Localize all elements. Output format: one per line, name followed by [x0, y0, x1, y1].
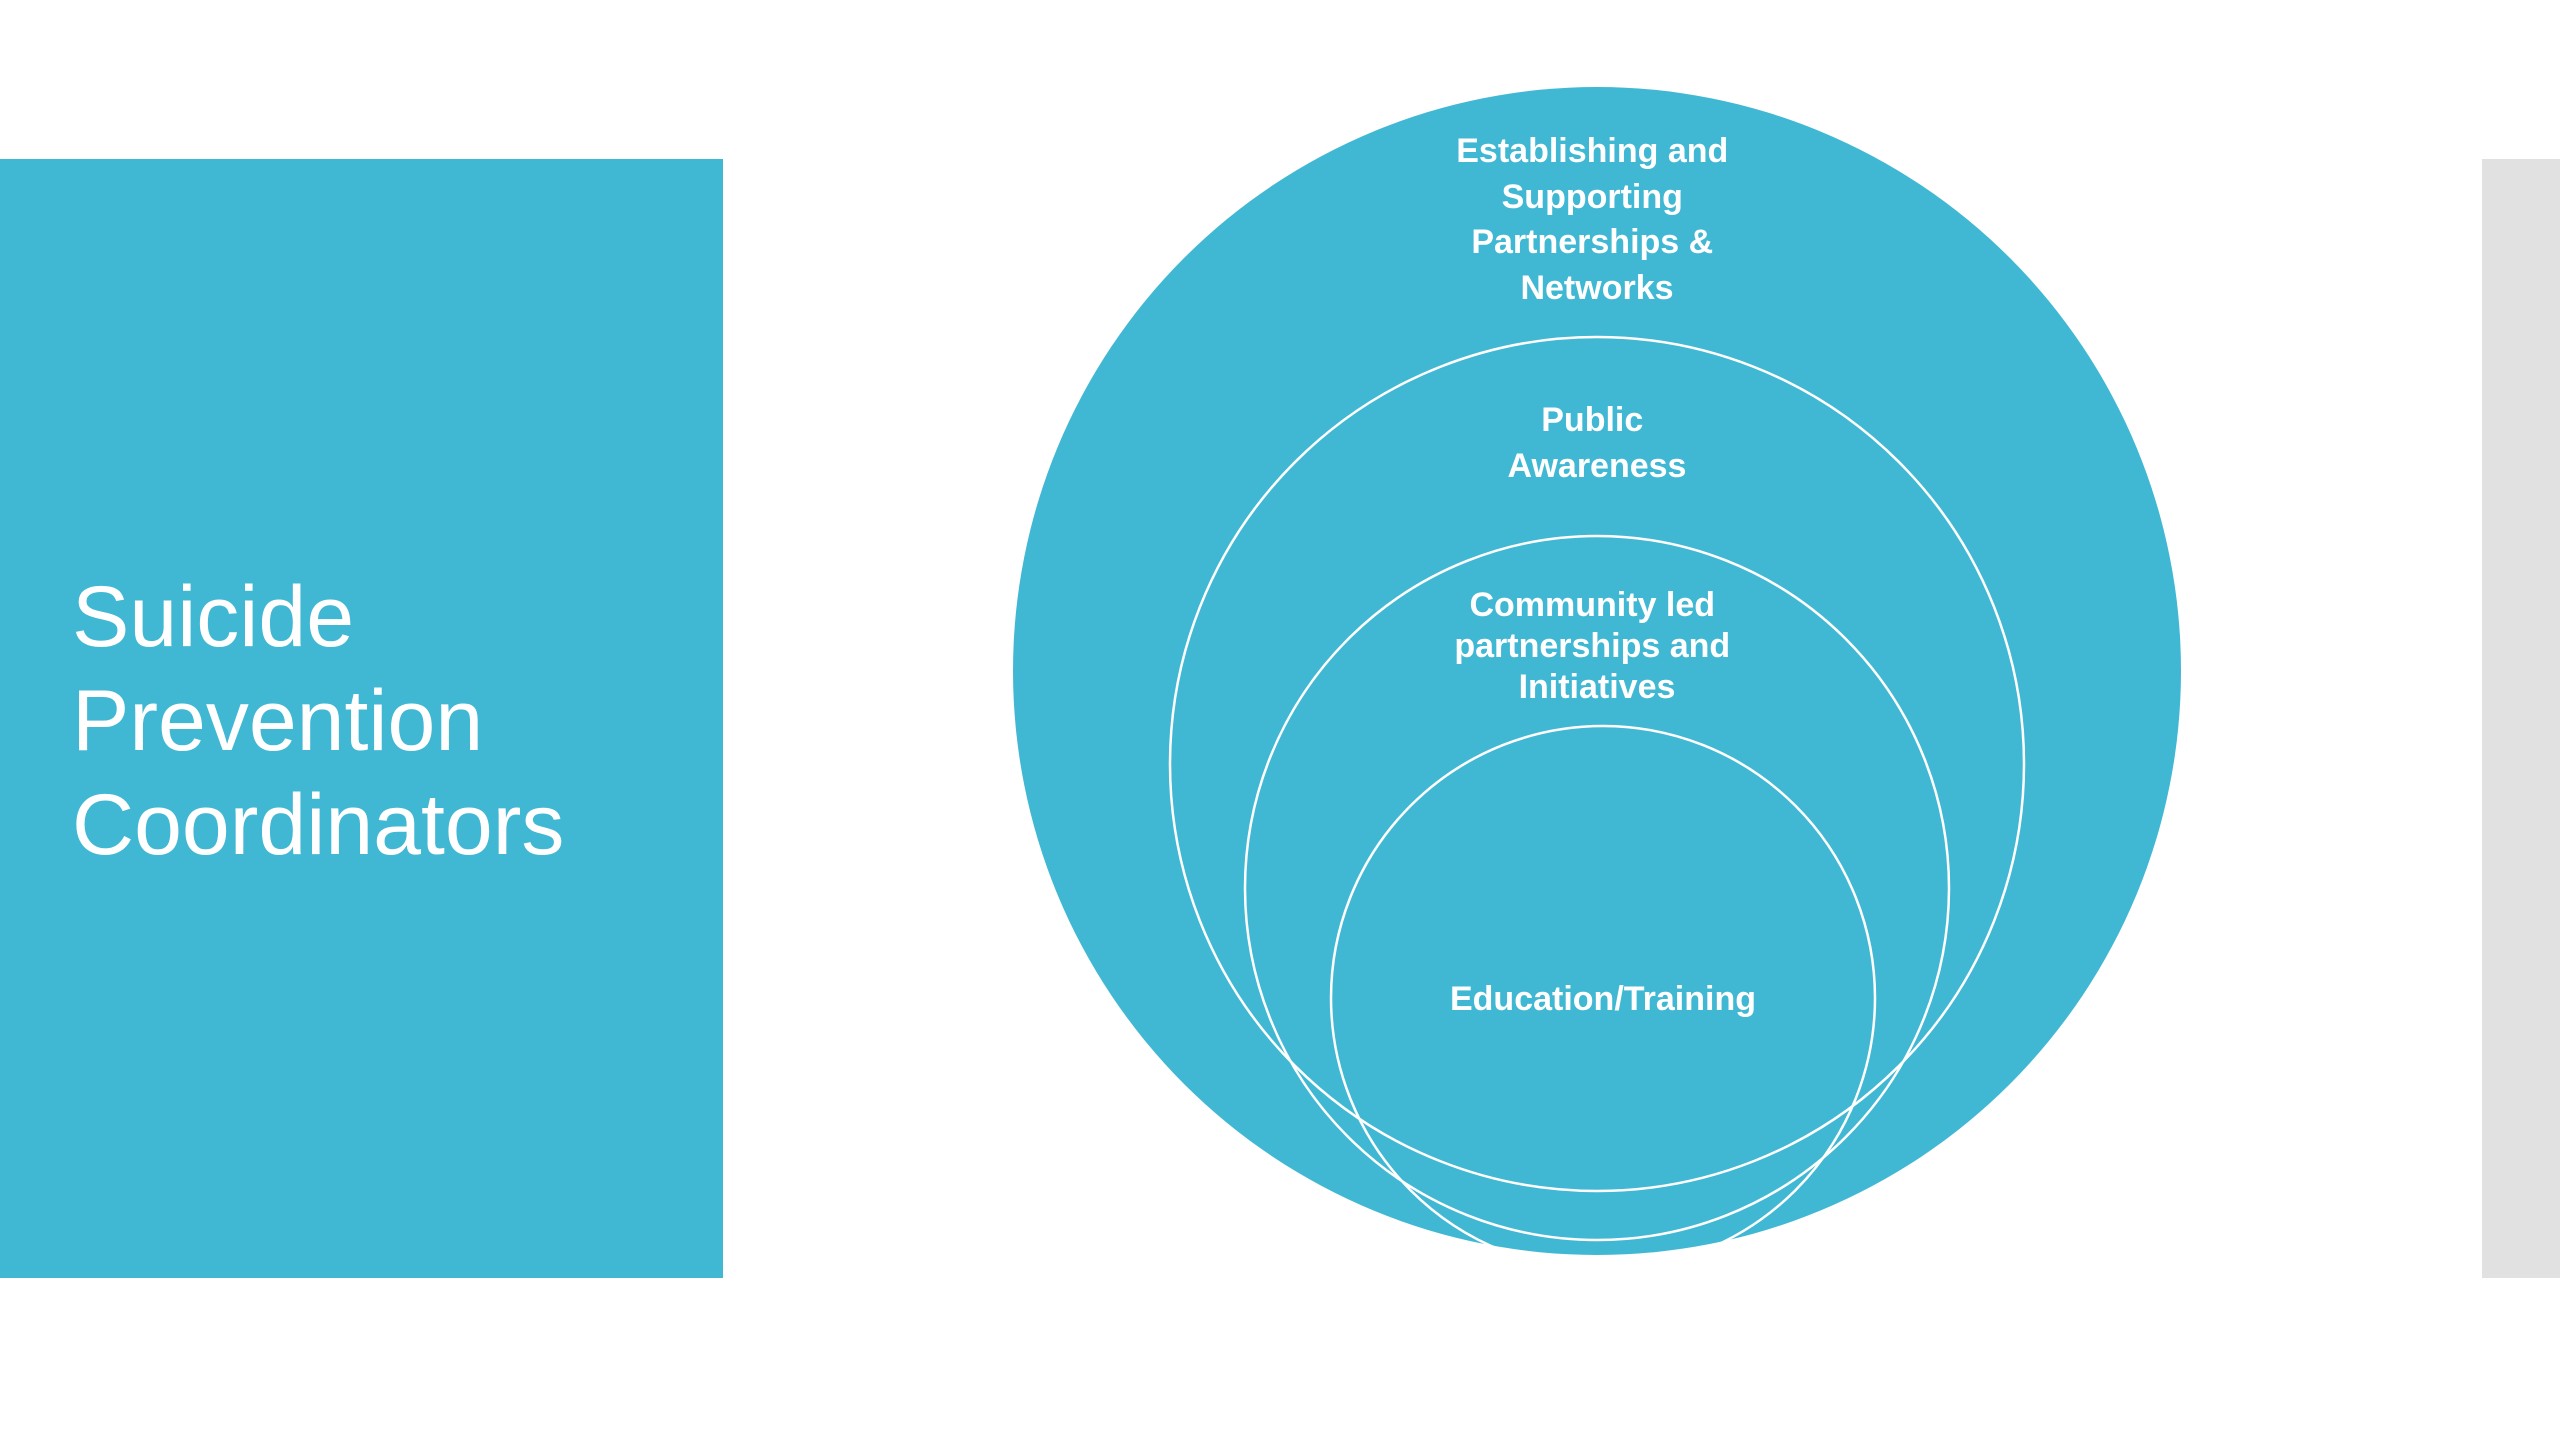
ring-label-line: partnerships and — [1454, 627, 1730, 665]
ring-label-public-awareness: Public Awareness — [1508, 401, 1687, 485]
slide-title: Suicide Prevention Coordinators — [72, 569, 565, 873]
ring-education-circle — [1329, 724, 1877, 1272]
ring-label-line: Networks — [1520, 269, 1673, 307]
title-panel — [0, 159, 723, 1278]
ring-public-awareness-circle — [1168, 335, 2026, 1193]
ring-label-line: Community led — [1469, 586, 1715, 624]
ring-label-line: Public — [1541, 401, 1643, 439]
right-side-bar — [2482, 159, 2560, 1278]
ring-label-line: Partnerships & — [1471, 223, 1713, 261]
ring-label-line: Initiatives — [1519, 668, 1676, 706]
ring-label-line: Supporting — [1502, 178, 1683, 216]
ring-label-line: Establishing and — [1456, 132, 1728, 170]
ring-label-line: Education/Training — [1450, 980, 1756, 1018]
ring-outer-circle — [1013, 87, 2181, 1255]
ring-community-circle — [1243, 534, 1951, 1242]
ring-label-education: Education/Training — [1450, 980, 1756, 1018]
ring-label-line: Awareness — [1508, 447, 1687, 485]
ring-label-partnerships: Establishing and Supporting Partnerships… — [1456, 132, 1738, 307]
ring-label-community: Community led partnerships and Initiativ… — [1454, 586, 1739, 706]
